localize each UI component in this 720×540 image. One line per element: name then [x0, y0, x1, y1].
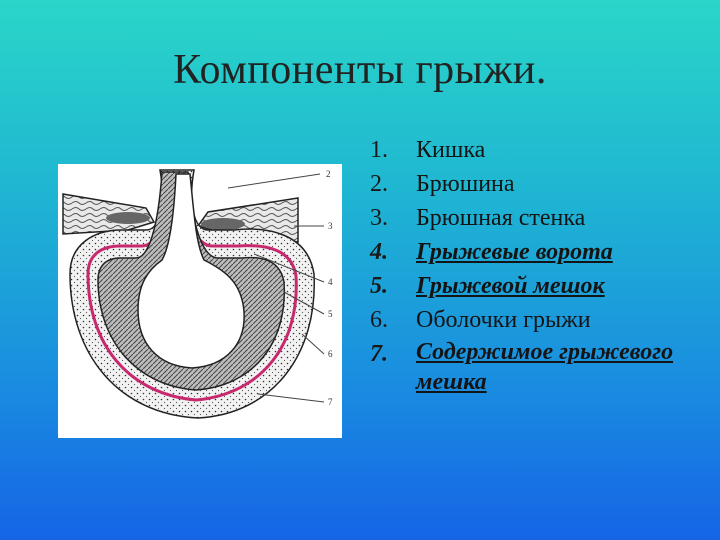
hernia-diagram: 2 3 4 5 6 7	[58, 164, 342, 438]
list-number: 1.	[370, 137, 388, 163]
hernia-illustration: 2 3 4 5 6 7	[62, 169, 333, 419]
list-number: 6.	[370, 307, 388, 333]
list-text: Кишка	[416, 137, 486, 163]
list-item: 3. Брюшная стенка	[370, 201, 710, 235]
callout-6: 6	[328, 349, 333, 359]
list-item: 7. Содержимое грыжевого мешка	[370, 337, 710, 397]
list-number: 4.	[370, 239, 388, 265]
list-item: 2. Брюшина	[370, 167, 710, 201]
callout-2: 2	[326, 169, 331, 179]
list-item: 6. Оболочки грыжи	[370, 303, 710, 337]
list-text: Грыжевые ворота	[416, 239, 613, 265]
list-text: Содержимое грыжевого мешка	[416, 339, 674, 395]
list-text: Брюшина	[416, 171, 515, 197]
slide-title: Компоненты грыжи.	[173, 47, 547, 93]
list-item: 4. Грыжевые ворота	[370, 235, 710, 269]
callout-4: 4	[328, 277, 333, 287]
callout-5: 5	[328, 309, 333, 319]
callout-3: 3	[328, 221, 333, 231]
list-number: 5.	[370, 273, 388, 299]
list-item: 1. Кишка	[370, 133, 710, 167]
list-text: Оболочки грыжи	[416, 307, 591, 333]
list-number: 3.	[370, 205, 388, 231]
list-number: 7.	[370, 341, 388, 367]
callout-7: 7	[328, 397, 333, 407]
components-list: 1. Кишка 2. Брюшина 3. Брюшная стенка 4.…	[370, 133, 710, 397]
list-number: 2.	[370, 171, 388, 197]
list-text: Брюшная стенка	[416, 205, 586, 231]
list-text: Грыжевой мешок	[416, 273, 605, 299]
list-item: 5. Грыжевой мешок	[370, 269, 710, 303]
